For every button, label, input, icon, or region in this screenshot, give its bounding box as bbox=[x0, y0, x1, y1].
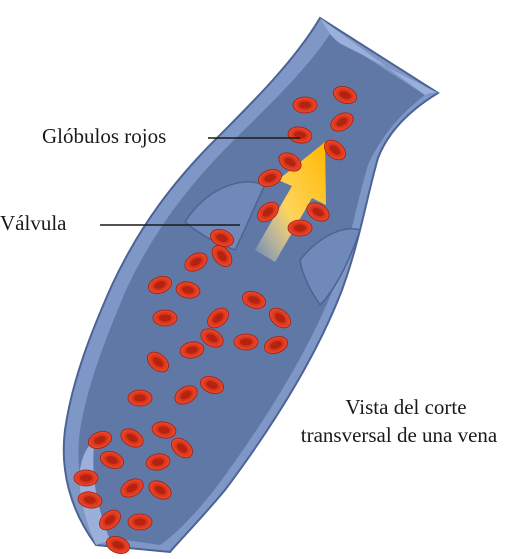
red-blood-cell-icon bbox=[128, 514, 152, 530]
red-blood-cell-icon bbox=[234, 334, 258, 350]
red-blood-cell-icon bbox=[288, 220, 312, 236]
red-blood-cell-icon bbox=[153, 310, 177, 326]
red-blood-cell-icon bbox=[128, 390, 152, 406]
caption-line-1: Vista del corte bbox=[318, 394, 494, 420]
red-blood-cell-icon bbox=[74, 470, 98, 486]
red-blood-cell-icon bbox=[293, 97, 317, 113]
red-cells-label: Glóbulos rojos bbox=[42, 123, 166, 149]
caption-line-2: transversal de una vena bbox=[270, 422, 528, 448]
valve-label: Válvula bbox=[0, 210, 66, 236]
